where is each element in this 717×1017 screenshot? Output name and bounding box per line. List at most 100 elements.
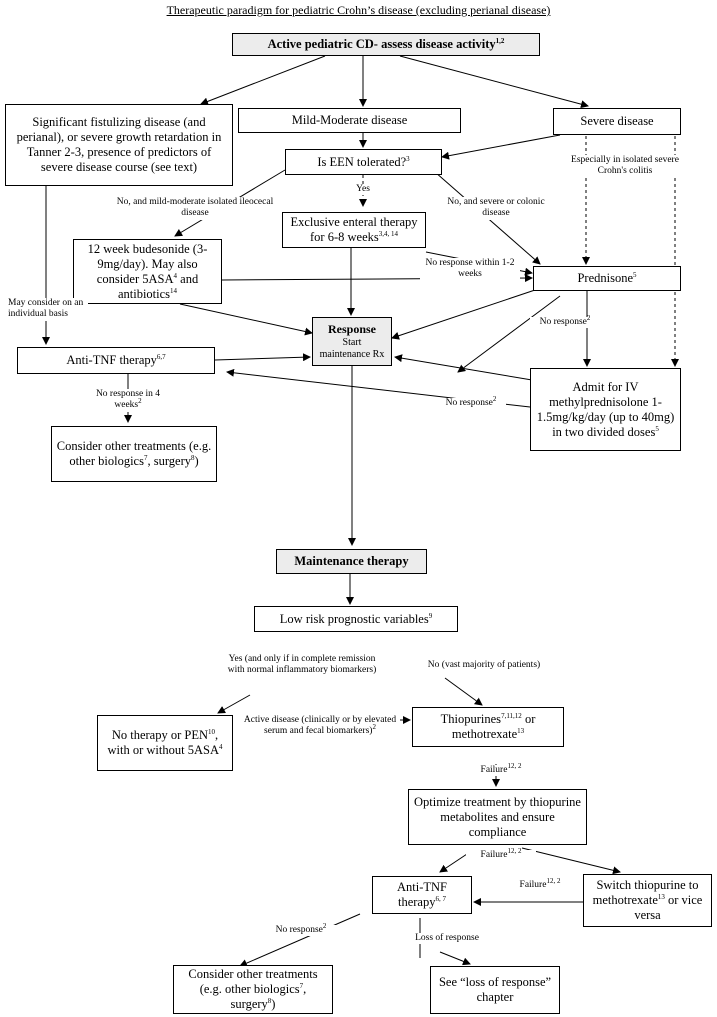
response-box: Response Start maintenance Rx (312, 317, 392, 366)
een-text: Is EEN tolerated? (317, 154, 407, 169)
failure3-sup: 12, 2 (546, 876, 561, 885)
thiopurines-sup2: 13 (517, 726, 525, 735)
label-no-response-iv: No response2 (436, 394, 506, 410)
switch-thiopurine-box: Switch thiopurine to methotrexate13 or v… (583, 874, 712, 927)
consider1-sup2: 8 (190, 453, 195, 462)
arrow-optimize-switch (521, 847, 621, 875)
arrow-optimize-antitnf (439, 851, 471, 873)
yes-text: Yes (356, 184, 370, 194)
label-no-response-bottom: No response2 (266, 921, 336, 937)
label-no-response-1-2-weeks: No response within 1-2 weeks (420, 258, 520, 281)
consider2-sup2: 8 (267, 996, 272, 1005)
active-disease-text: Active disease (clinically or by elevate… (243, 715, 397, 737)
severe-disease-box: Severe disease (553, 108, 681, 135)
switch-sup: 13 (657, 892, 665, 901)
arrow-iv-response (394, 354, 533, 381)
failure1-text: Failure (480, 765, 508, 775)
label-especially-colitis: Especially in isolated severe Crohn's co… (565, 155, 685, 178)
label-no-vast-majority: No (vast majority of patients) (404, 660, 564, 672)
anti-tnf-sup: 6,7 (156, 352, 166, 361)
switch-text: Switch thiopurine to methotrexate (592, 878, 699, 907)
no-therapy-text: No therapy or PEN (111, 728, 209, 742)
label-failure-3: Failure12, 2 (508, 876, 572, 892)
no-response-pred-text: No response (539, 317, 587, 327)
consider1-sup1: 7 (143, 453, 148, 462)
assess-sup: 1,2 (495, 36, 505, 45)
anti-tnf-box-2: Anti-TNF therapy6, 7 (372, 876, 472, 914)
label-yes: Yes (346, 184, 380, 196)
iv-text: Admit for IV methylprednisolone 1-1.5mg/… (536, 379, 675, 439)
label-may-consider: May consider on an individual basis (8, 298, 88, 321)
consider2-text: Consider other treatments (e.g. other bi… (188, 967, 318, 996)
arrow-antitnf-response (214, 353, 311, 362)
een-sup: 3 (406, 154, 410, 163)
budesonide-sup1: 4 (173, 271, 178, 280)
no-response-4wk-text: No response in 4 weeks (95, 389, 161, 411)
no-response-12-text: No response within 1-2 weeks (425, 258, 515, 280)
thiopurines-text-b: or methotrexate (451, 712, 536, 741)
no-response-iv-sup: 2 (492, 394, 497, 403)
low-risk-sup: 9 (428, 611, 433, 620)
exclusive-enteral-therapy-box: Exclusive enteral therapy for 6-8 weeks3… (282, 212, 426, 248)
no-response-bottom-sup: 2 (322, 921, 327, 930)
eet-text: Exclusive enteral therapy for 6-8 weeks (290, 215, 418, 244)
no-therapy-sup2: 4 (218, 742, 223, 751)
no-vast-text: No (vast majority of patients) (427, 660, 541, 670)
no-response-bottom-text: No response (275, 925, 323, 935)
arrow-loss-head (439, 951, 471, 966)
failure2-sup: 12, 2 (507, 846, 522, 855)
optimize-text: Optimize treatment by thiopurine metabol… (414, 794, 581, 839)
no-therapy-text-b: , with or without 5ASA (107, 728, 219, 757)
thiopurines-sup1: 7,11,12 (501, 711, 522, 720)
label-failure-1: Failure12, 2 (466, 761, 536, 777)
failure2-text: Failure (480, 850, 508, 860)
severe-text: Severe disease (580, 114, 654, 128)
loss-text: See “loss of response” chapter (438, 975, 552, 1004)
no-response-iv-text: No response (445, 398, 493, 408)
response-sub: Start maintenance Rx (319, 336, 385, 360)
response-title: Response (327, 322, 376, 337)
label-failure-2: Failure12, 2 (466, 846, 536, 862)
especially-text: Especially in isolated severe Crohn's co… (571, 155, 679, 177)
mild-moderate-box: Mild-Moderate disease (238, 108, 461, 133)
no-severe-text: No, and severe or colonic disease (447, 197, 545, 219)
arrow-lowrisk-notherapy (217, 694, 251, 714)
maintenance-therapy-box: Maintenance therapy (276, 549, 427, 574)
label-yes-complete-remission: Yes (and only if in complete remission w… (222, 654, 382, 677)
arrow-severe-een (441, 134, 561, 160)
no-mild-text: No, and mild-moderate isolated ileocecal… (116, 197, 274, 219)
anti-tnf2-sup: 6, 7 (435, 894, 446, 903)
consider2-text-c: ) (271, 997, 276, 1011)
arrow-assess-severe (399, 55, 589, 109)
thiopurines-box: Thiopurines7,11,12 or methotrexate13 (412, 707, 564, 747)
consider1-text-c: ) (194, 454, 199, 468)
yes-complete-text: Yes (and only if in complete remission w… (227, 654, 377, 676)
no-response-pred-sup: 2 (586, 313, 591, 322)
iv-methylprednisolone-box: Admit for IV methylprednisolone 1-1.5mg/… (530, 368, 681, 451)
eet-sup: 3,4, 14 (378, 229, 398, 238)
maintenance-text: Maintenance therapy (294, 554, 409, 568)
optimize-treatment-box: Optimize treatment by thiopurine metabol… (408, 789, 587, 845)
anti-tnf-text: Anti-TNF therapy (66, 353, 157, 367)
arrow-prednisone-noresponse (457, 295, 561, 373)
iv-sup: 5 (655, 424, 659, 433)
consider2-sup1: 7 (299, 981, 304, 990)
failure1-sup: 12, 2 (507, 761, 522, 770)
consider-other-treatments-box-2: Consider other treatments (e.g. other bi… (173, 965, 333, 1014)
label-no-response-prednisone: No response2 (530, 313, 600, 329)
fistulizing-text: Significant fistulizing disease (and per… (16, 115, 222, 174)
no-response-4wk-sup: 2 (138, 397, 142, 406)
no-therapy-sup1: 10 (208, 727, 216, 736)
budesonide-box: 12 week budesonide (3-9mg/day). May also… (73, 239, 222, 304)
prednisone-box: Prednisone5 (533, 266, 681, 291)
arrow-antitnf2-consider (239, 913, 361, 967)
low-risk-text: Low risk prognostic variables (279, 611, 429, 626)
label-active-disease: Active disease (clinically or by elevate… (240, 715, 400, 738)
loss-of-response-text: Loss of response (415, 933, 479, 943)
consider-other-treatments-box-1: Consider other treatments (e.g. other bi… (51, 426, 217, 482)
consider1-text-b: , surgery (147, 454, 191, 468)
consider2-text-b: , surgery (230, 982, 307, 1011)
label-loss-of-response: Loss of response (402, 933, 492, 945)
budesonide-text: 12 week budesonide (3-9mg/day). May also… (87, 241, 208, 286)
budesonide-text-b: and antibiotics (117, 271, 199, 301)
